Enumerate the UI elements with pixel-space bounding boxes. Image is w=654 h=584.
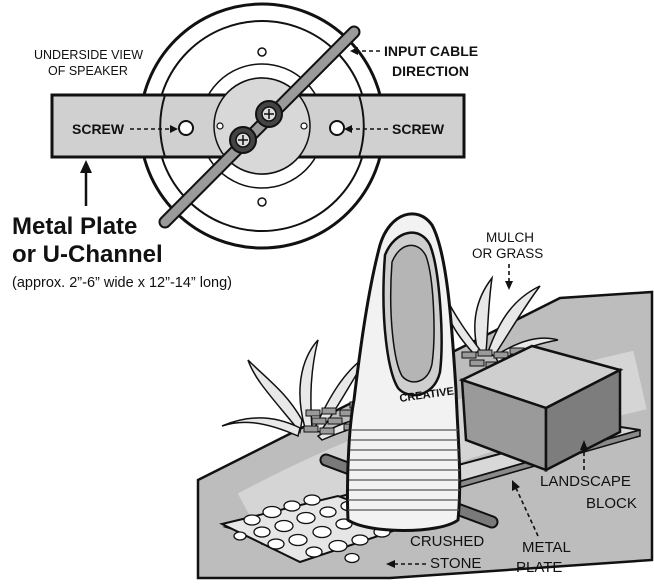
plate-title-line-2: or U-Channel — [12, 241, 163, 268]
installation-scene: CREATIVE MULCH OR GRASS LANDSCAPE BLOCK … — [196, 212, 654, 580]
screw-left-label: SCREW — [72, 121, 125, 137]
mount-hole-bottom — [257, 197, 267, 207]
mulch-label-1: MULCH — [486, 230, 534, 245]
screw-hole-right — [329, 120, 345, 136]
landscape-label-2: BLOCK — [586, 495, 637, 512]
plate-title-line-1: Metal Plate — [12, 213, 137, 240]
underside-view-label-2: OF SPEAKER — [48, 64, 128, 78]
landscape-block — [458, 344, 624, 473]
mulch-label-2: OR GRASS — [472, 246, 543, 261]
landscape-label-1: LANDSCAPE — [540, 473, 631, 490]
speaker-underside-view: SCREW SCREW INPUT CABLE DIRECTION UNDERS… — [34, 2, 478, 250]
underside-view-label-1: UNDERSIDE VIEW — [34, 48, 143, 62]
input-cable-label-2: DIRECTION — [392, 63, 469, 79]
plate-dimensions: (approx. 2”-6” wide x 12”-14” long) — [12, 275, 232, 291]
terminal-post-lower — [229, 126, 257, 154]
crushed-stone-label-2: STONE — [430, 555, 481, 572]
mount-hole-top — [257, 47, 267, 57]
crushed-stone-label-1: CRUSHED — [410, 533, 484, 550]
input-cable-label-1: INPUT CABLE — [384, 43, 478, 59]
screw-right-label: SCREW — [392, 121, 445, 137]
speaker-side-view: CREATIVE — [345, 212, 462, 532]
metal-plate-label-2: PLATE — [516, 559, 562, 576]
metal-plate-label-1: METAL — [522, 539, 571, 556]
terminal-post-upper — [255, 100, 283, 128]
screw-hole-left — [178, 120, 194, 136]
